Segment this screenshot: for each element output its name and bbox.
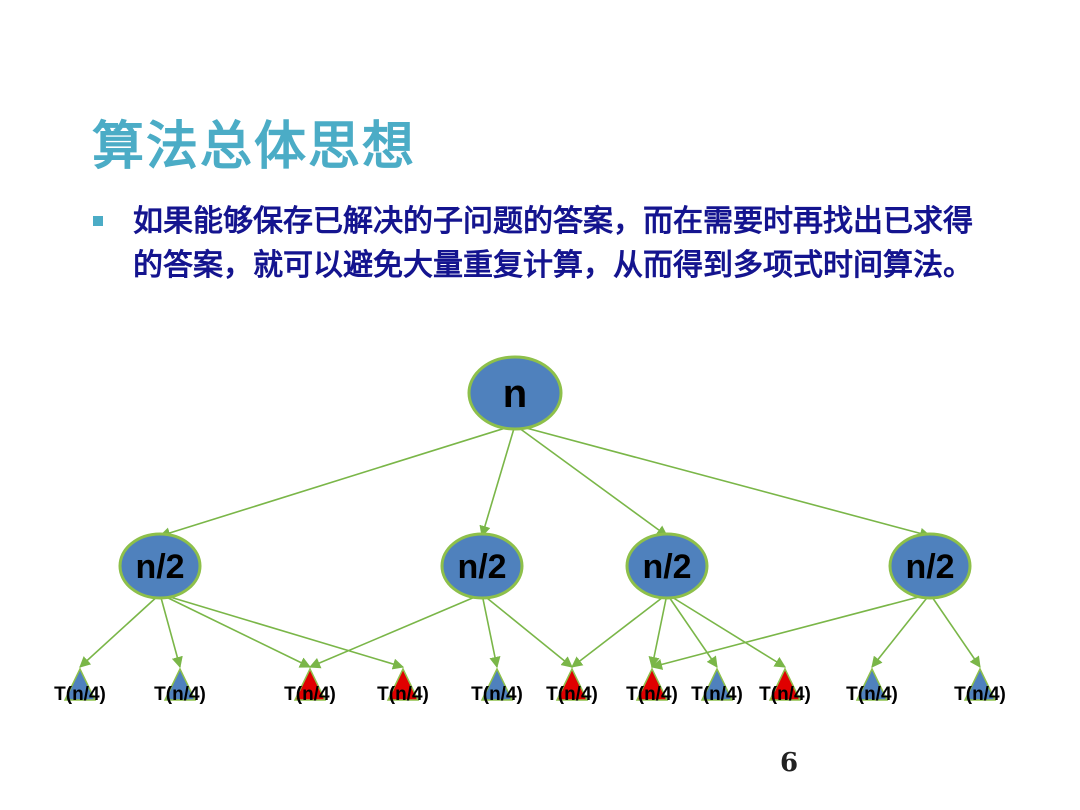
edge-n2-3-to-leaf-9 — [666, 593, 786, 668]
edge-n2-2-to-leaf-3 — [308, 593, 483, 669]
leaf-label: T(n/4) — [626, 684, 678, 705]
leaf-label: T(n/4) — [154, 684, 206, 705]
n2-node-ellipse — [888, 532, 972, 600]
leaf-node-1: T(n/4) — [54, 667, 106, 705]
leaf-label: T(n/4) — [759, 684, 811, 705]
leaf-node-2: T(n/4) — [154, 667, 206, 705]
leaf-label: T(n/4) — [691, 684, 743, 705]
n2-node-label: n/2 — [905, 548, 954, 586]
repeated-subproblem-triangle — [293, 667, 327, 701]
subproblem-triangle — [700, 667, 734, 701]
root-node-ellipse — [467, 355, 563, 431]
subproblem-triangle — [855, 667, 889, 701]
edge-root-to-n2-3 — [514, 424, 668, 537]
leaf-node-7: T(n/4) — [626, 667, 678, 705]
edge-n2-4-to-leaf-11 — [929, 593, 981, 668]
edge-n2-1-to-leaf-4 — [159, 593, 405, 670]
edges-group — [79, 424, 981, 670]
n2-node-4: n/2 — [888, 532, 972, 600]
leaf-label: T(n/4) — [546, 684, 598, 705]
subproblem-triangle — [963, 667, 997, 701]
n2-node-ellipse — [440, 532, 524, 600]
leaf-node-4: T(n/4) — [377, 667, 429, 705]
leaf-node-9: T(n/4) — [759, 667, 811, 705]
subproblem-triangle — [163, 667, 197, 701]
slide-title: 算法总体思想 — [92, 117, 417, 177]
subproblem-triangle — [63, 667, 97, 701]
leaf-label: T(n/4) — [377, 684, 429, 705]
repeated-subproblem-triangle — [555, 667, 589, 701]
n2-node-2: n/2 — [440, 532, 524, 600]
leaf-node-10: T(n/4) — [846, 667, 898, 705]
n2-node-label: n/2 — [642, 548, 691, 586]
leaf-node-11: T(n/4) — [954, 667, 1006, 705]
edge-n2-4-to-leaf-10 — [871, 593, 931, 668]
edge-n2-1-to-leaf-1 — [79, 593, 161, 668]
leaf-label: T(n/4) — [471, 684, 523, 705]
subproblem-triangle — [480, 667, 514, 701]
leaf-node-5: T(n/4) — [471, 667, 523, 705]
edge-root-to-n2-1 — [158, 424, 516, 539]
edge-n2-3-to-leaf-6 — [571, 593, 668, 668]
edge-n2-3-to-leaf-8 — [666, 593, 718, 668]
edge-n2-1-to-leaf-3 — [159, 593, 312, 668]
edge-n2-4-to-leaf-7 — [650, 593, 931, 670]
repeated-subproblem-triangle — [386, 667, 420, 701]
n2-node-ellipse — [118, 532, 202, 600]
root-node-label: n — [503, 372, 527, 416]
leaf-node-3: T(n/4) — [284, 667, 336, 705]
leaf-label: T(n/4) — [846, 684, 898, 705]
n2-node-1: n/2 — [118, 532, 202, 600]
leaf-node-6: T(n/4) — [546, 667, 598, 705]
n2-node-ellipse — [625, 532, 709, 600]
leaf-label: T(n/4) — [284, 684, 336, 705]
edge-n2-1-to-leaf-2 — [159, 593, 183, 669]
repeated-subproblem-triangle — [768, 667, 802, 701]
edge-n2-3-to-leaf-7 — [648, 593, 668, 669]
edge-n2-2-to-leaf-6 — [481, 593, 573, 668]
leaf-label: T(n/4) — [954, 684, 1006, 705]
n2-node-3: n/2 — [625, 532, 709, 600]
repeated-subproblem-triangle — [635, 667, 669, 701]
page-number: 6 — [780, 748, 799, 778]
edge-n2-2-to-leaf-5 — [481, 593, 501, 669]
leaf-label: T(n/4) — [54, 684, 106, 705]
edge-root-to-n2-4 — [514, 424, 932, 539]
n2-node-label: n/2 — [457, 548, 506, 586]
n2-node-label: n/2 — [135, 548, 184, 586]
leaf-node-8: T(n/4) — [691, 667, 743, 705]
bullet-text: 如果能够保存已解决的子问题的答案，而在需要时再找出已求得的答案，就可以避免大量重… — [133, 204, 973, 283]
bullet-marker — [93, 216, 103, 226]
edge-root-to-n2-2 — [479, 424, 516, 538]
root-node: n — [467, 355, 563, 431]
